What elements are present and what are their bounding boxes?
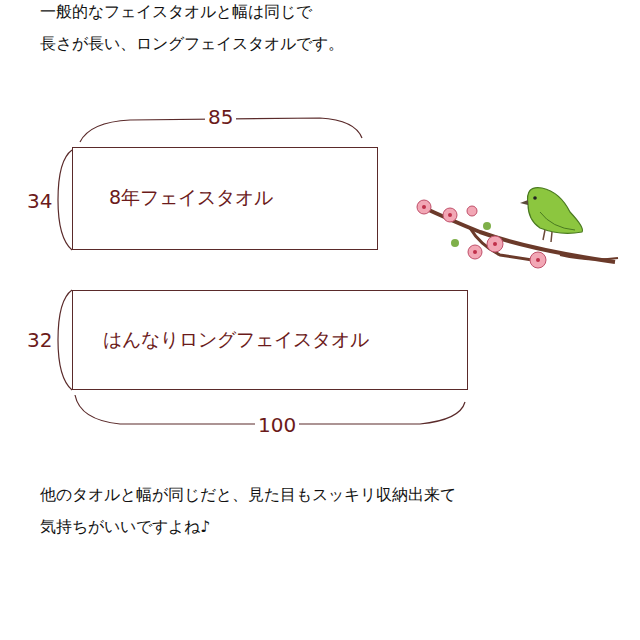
- towel-name: 8年フェイスタオル: [109, 186, 273, 209]
- dimension-label: 85: [205, 105, 236, 129]
- note-text: 長さが長い、ロングフェイスタオルです。: [40, 34, 344, 53]
- width-brace: [58, 290, 72, 390]
- dimension-label: 100: [255, 413, 299, 437]
- bird: [520, 188, 583, 242]
- plum-branch: [417, 200, 618, 268]
- dimension-label: 32: [24, 328, 55, 352]
- towel-box: 8年フェイスタオル: [72, 147, 378, 250]
- note-text: 気持ちがいいですよね♪: [40, 517, 210, 536]
- dimension-label: 34: [24, 189, 55, 213]
- note-text: 一般的なフェイスタオルと幅は同じで: [40, 2, 312, 21]
- note-text: 他のタオルと幅が同じだと、見た目もスッキリ収納出来て: [40, 485, 456, 504]
- towel-box: はんなりロングフェイスタオル: [72, 290, 468, 390]
- width-brace: [58, 150, 72, 250]
- towel-name: はんなりロングフェイスタオル: [103, 328, 369, 351]
